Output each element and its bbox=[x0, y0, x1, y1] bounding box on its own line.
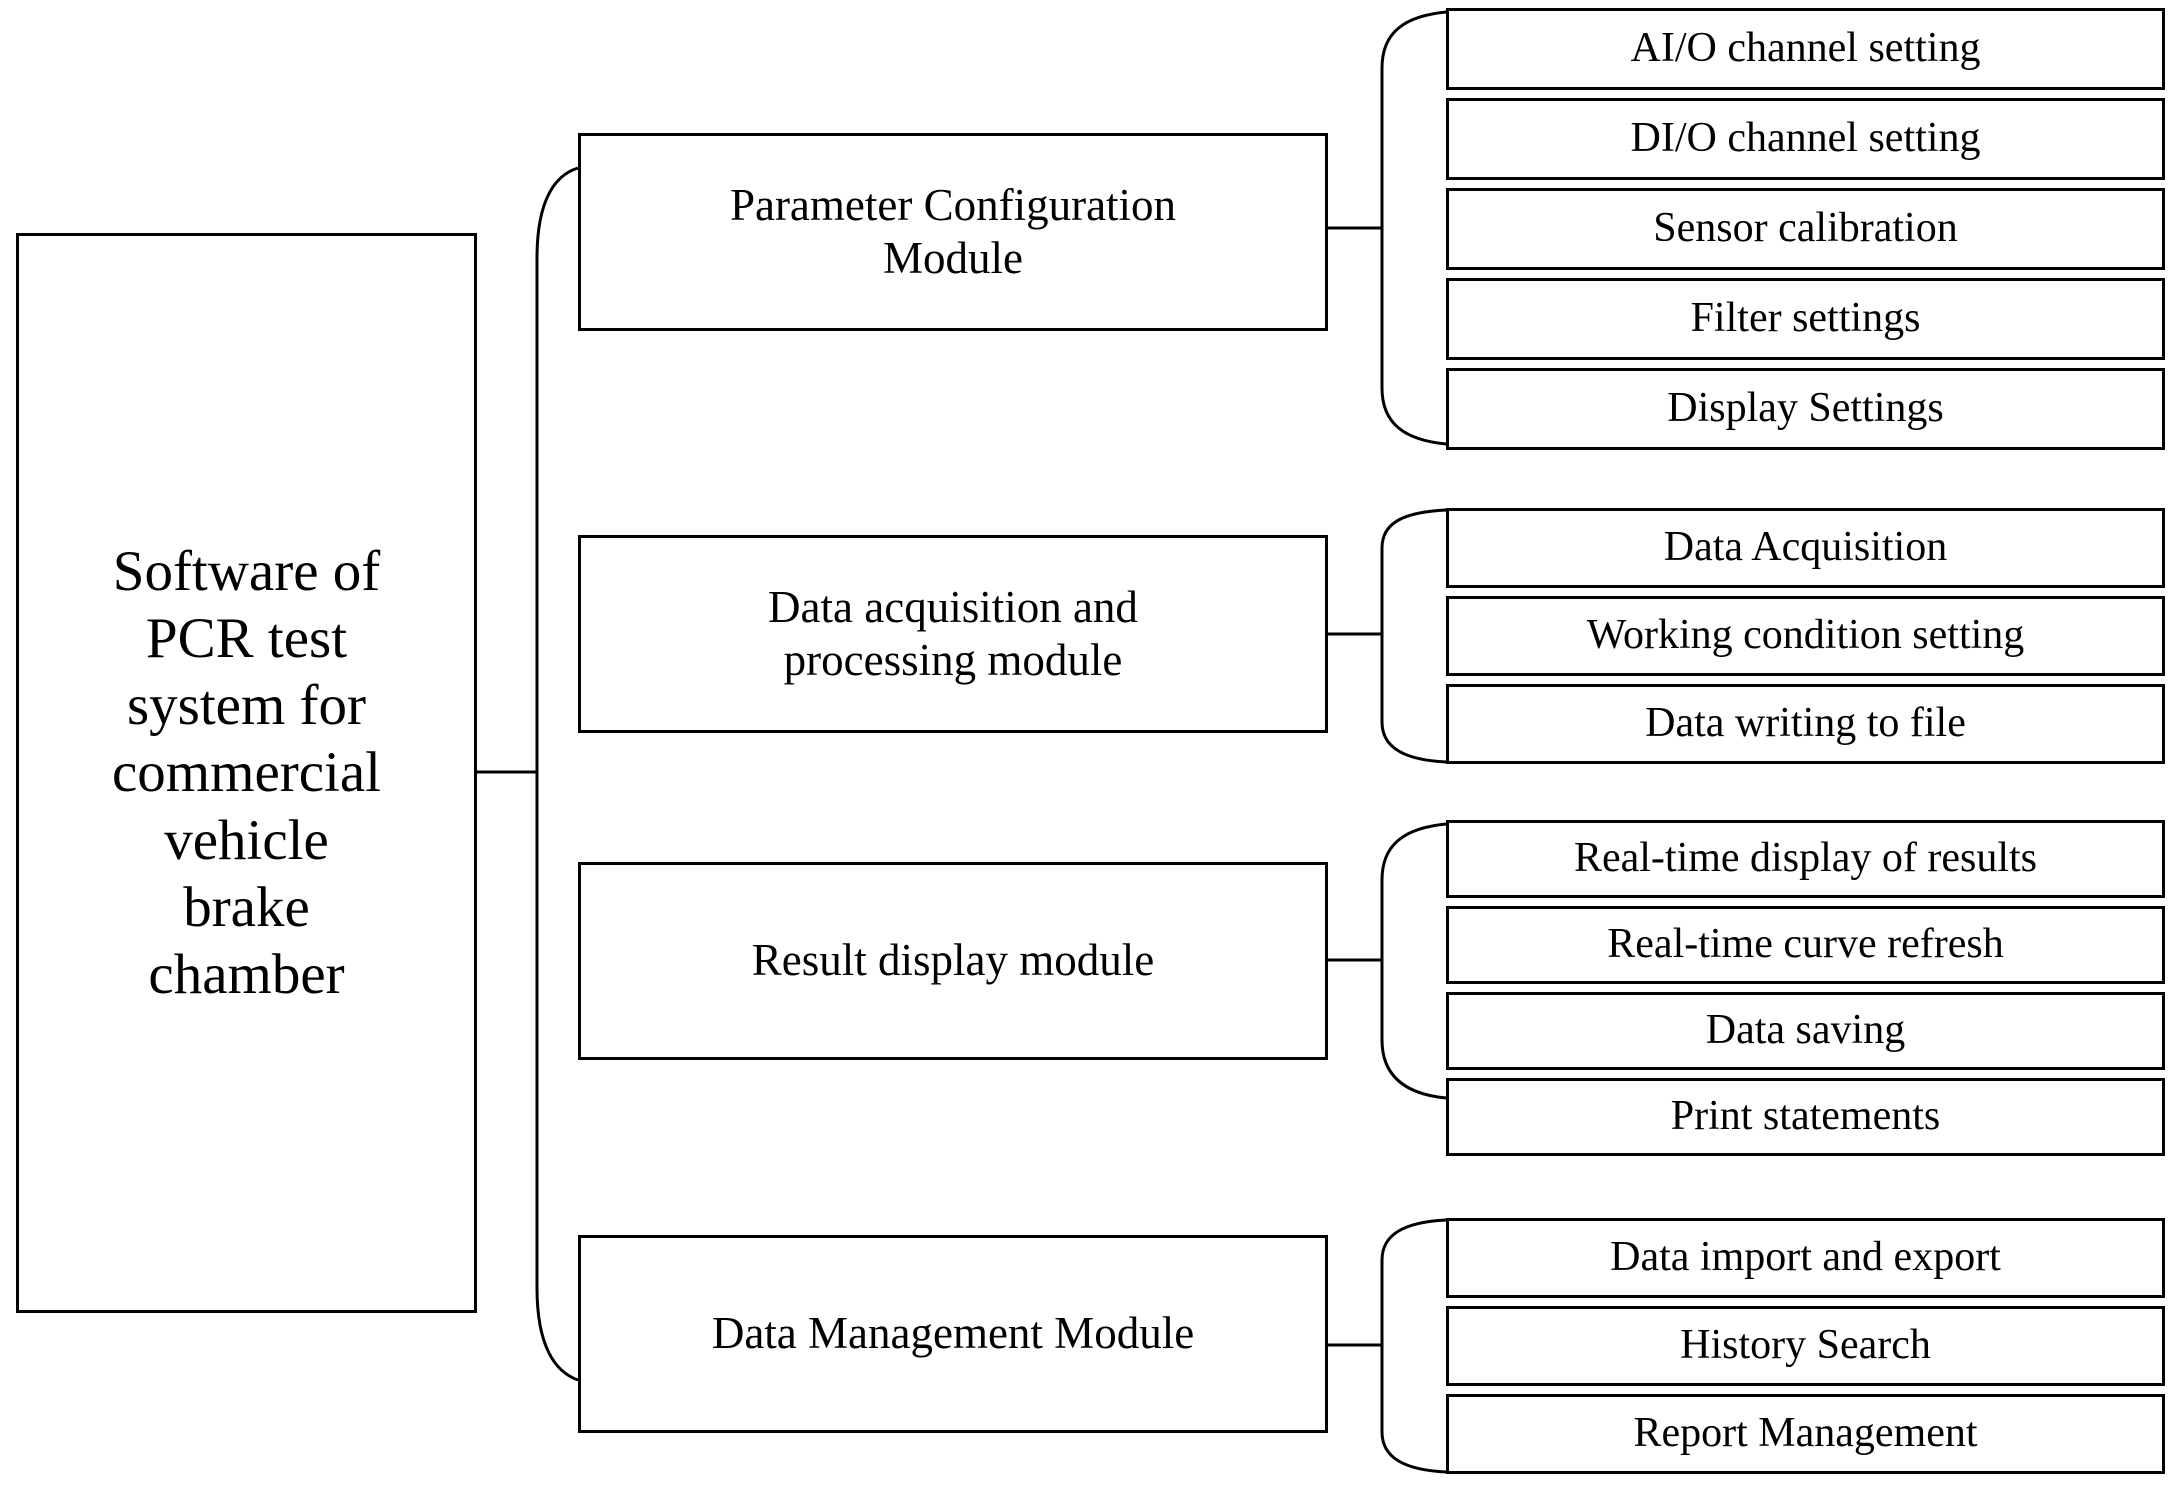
leaf-node-label: AI/O channel setting bbox=[1630, 25, 1981, 72]
leaf-node-label: Print statements bbox=[1670, 1093, 1941, 1140]
module-node-data-acquisition-and-processing[interactable]: Data acquisition and processing module bbox=[578, 535, 1328, 733]
group2-curve-top bbox=[1380, 508, 1447, 549]
module-node-label: Data Management Module bbox=[711, 1308, 1195, 1359]
leaf-node-aio-channel-setting[interactable]: AI/O channel setting bbox=[1446, 8, 2165, 90]
module-node-label: Result display module bbox=[751, 935, 1155, 986]
group3-curve-top bbox=[1380, 822, 1447, 881]
module-node-label: Data acquisition and processing module bbox=[768, 581, 1138, 685]
module-node-data-management[interactable]: Data Management Module bbox=[578, 1235, 1328, 1433]
group3-curve-bottom bbox=[1380, 1039, 1447, 1100]
leaf-node-data-writing-to-file[interactable]: Data writing to file bbox=[1446, 684, 2165, 764]
leaf-node-label: Data saving bbox=[1705, 1007, 1906, 1054]
group4-curve-top bbox=[1380, 1218, 1447, 1261]
group1-curve-top bbox=[1380, 10, 1447, 69]
leaf-node-data-acquisition[interactable]: Data Acquisition bbox=[1446, 508, 2165, 588]
leaf-node-display-settings[interactable]: Display Settings bbox=[1446, 368, 2165, 450]
leaf-node-real-time-display-of-results[interactable]: Real-time display of results bbox=[1446, 820, 2165, 898]
leaf-node-label: Filter settings bbox=[1690, 295, 1921, 342]
group1-curve-bottom bbox=[1380, 387, 1447, 446]
root-curve-top bbox=[535, 166, 579, 259]
leaf-node-history-search[interactable]: History Search bbox=[1446, 1306, 2165, 1386]
leaf-node-report-management[interactable]: Report Management bbox=[1446, 1394, 2165, 1474]
root-node[interactable]: Software of PCR test system for commerci… bbox=[16, 233, 477, 1313]
leaf-node-label: Report Management bbox=[1633, 1410, 1978, 1457]
leaf-node-label: Display Settings bbox=[1667, 385, 1944, 432]
leaf-node-label: DI/O channel setting bbox=[1630, 115, 1981, 162]
leaf-node-dio-channel-setting[interactable]: DI/O channel setting bbox=[1446, 98, 2165, 180]
leaf-node-real-time-curve-refresh[interactable]: Real-time curve refresh bbox=[1446, 906, 2165, 984]
module-node-label: Parameter Configuration Module bbox=[729, 179, 1177, 283]
root-node-label: Software of PCR test system for commerci… bbox=[111, 539, 382, 1007]
group2-curve-bottom bbox=[1380, 721, 1447, 764]
module-node-parameter-configuration[interactable]: Parameter Configuration Module bbox=[578, 133, 1328, 331]
leaf-node-sensor-calibration[interactable]: Sensor calibration bbox=[1446, 188, 2165, 270]
group4-curve-bottom bbox=[1380, 1431, 1447, 1474]
root-curve-bottom bbox=[535, 1287, 579, 1382]
leaf-node-label: Data writing to file bbox=[1645, 700, 1966, 747]
leaf-node-label: Real-time curve refresh bbox=[1607, 921, 2004, 968]
leaf-node-label: Sensor calibration bbox=[1653, 205, 1958, 252]
leaf-node-label: Data import and export bbox=[1610, 1234, 2001, 1281]
leaf-node-data-saving[interactable]: Data saving bbox=[1446, 992, 2165, 1070]
leaf-node-label: Real-time display of results bbox=[1573, 835, 2038, 882]
leaf-node-print-statements[interactable]: Print statements bbox=[1446, 1078, 2165, 1156]
leaf-node-working-condition-setting[interactable]: Working condition setting bbox=[1446, 596, 2165, 676]
leaf-node-label: Data Acquisition bbox=[1663, 524, 1948, 571]
leaf-node-data-import-and-export[interactable]: Data import and export bbox=[1446, 1218, 2165, 1298]
leaf-node-label: Working condition setting bbox=[1586, 612, 2025, 659]
module-node-result-display[interactable]: Result display module bbox=[578, 862, 1328, 1060]
leaf-node-label: History Search bbox=[1680, 1322, 1931, 1369]
leaf-node-filter-settings[interactable]: Filter settings bbox=[1446, 278, 2165, 360]
